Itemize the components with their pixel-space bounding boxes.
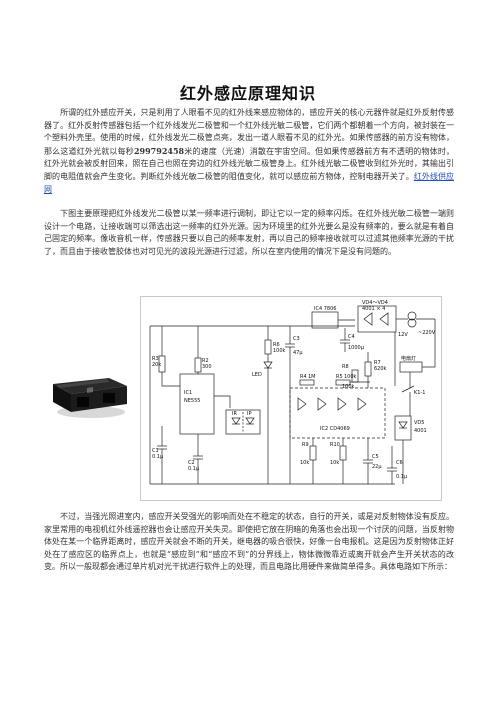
led-label: LED [252, 372, 262, 378]
intro-text-after: 米的速度（光速）消散在宇宙空间。但如果传感器前方有不透明的物体时，红外光就会被反… [44, 146, 455, 181]
ic2-label: IC2 CD4069 [320, 426, 350, 432]
r8-label: R8 [342, 364, 349, 370]
ir-emitter-label: IR [232, 411, 237, 417]
interference-text: 不过，当强光照进室内，感应开关受强光的影响而处在不稳定的状态，自行的开关，或是对… [44, 512, 455, 572]
r5-value: 100k [344, 374, 357, 380]
c1-value: 0.1μ [152, 454, 164, 460]
ic1-label: IC1 [184, 390, 192, 396]
r9-label: R9 [302, 442, 309, 448]
ac220-label: ~220V [418, 330, 436, 336]
c5-label: C5 [372, 454, 379, 460]
c3-value: 47μ [293, 350, 303, 356]
vd5-part: 4001 [414, 428, 427, 434]
paragraph-intro: 所谓的红外感应开关，只是利用了人眼看不见的红外线来感应物体的，感应开关的核心元器… [44, 107, 454, 196]
c4-value: 1000μ [348, 345, 365, 351]
supplier-link[interactable]: 红外线供应网 [44, 171, 455, 194]
r3-label: R3 [152, 356, 159, 362]
k1-label: K1-1 [414, 390, 425, 396]
ic1-part: NE555 [184, 398, 200, 404]
r6-label: R6 [273, 342, 280, 348]
ir-receiver-label: IP [247, 411, 252, 417]
r2-value: 300 [202, 364, 212, 370]
r3-value: 20k [152, 362, 161, 368]
c1-label: C1 [152, 448, 159, 454]
r10-value: 10k [330, 460, 339, 466]
load-label: 电扇灯 [401, 355, 416, 362]
speed-of-light-value: 299792458 [133, 145, 185, 156]
r2-label: R2 [202, 358, 209, 364]
r6-value: 100k [273, 348, 286, 354]
r10-label: R10 [330, 442, 340, 448]
ic4-label: IC4 7806 [314, 306, 336, 312]
intro-text-before: 所谓的红外感应开关，只是利用了人眼看不见的红外线来感应物体的，感应开关的核心元器… [44, 108, 455, 156]
r7-value: 620k [374, 366, 387, 372]
c4-label: C4 [348, 334, 355, 340]
c3-label: C3 [293, 336, 300, 342]
ir-sensor-photo [53, 378, 127, 418]
bridge-label: VD4～VD4 [362, 300, 388, 306]
c6-value: 0.1μ [396, 474, 408, 480]
r5-label: R5 [336, 374, 343, 380]
c5-value: 22μ [372, 464, 382, 470]
v12-label: 12V [398, 332, 408, 338]
r7-label: R7 [374, 360, 381, 366]
vd5-label: VD5 [414, 420, 424, 426]
r4-label: R4 [300, 374, 307, 380]
r9-value: 10k [300, 460, 309, 466]
r8-value: 100k [342, 384, 355, 390]
page-title: 红外感应原理知识 [179, 84, 316, 103]
paragraph-modulation: 下图主要原理把红外线发光二极管以某一频率进行调制，即让它以一定的频率闪烁。在红外… [44, 208, 454, 258]
bridge-part-label: 4001 × 4 [362, 306, 385, 312]
circuit-diagram: VD4～VD4 4001 × 4 IC4 7806 C4 1000μ 12V ~… [140, 296, 442, 501]
c6-label: C6 [396, 460, 403, 466]
c2-value: 0.1μ [188, 466, 200, 472]
r4-value: 1M [308, 374, 316, 380]
modulation-text: 下图主要原理把红外线发光二极管以某一频率进行调制，即让它以一定的频率闪烁。在红外… [44, 209, 455, 256]
paragraph-interference: 不过，当强光照进室内，感应开关受强光的影响而处在不稳定的状态，自行的开关，或是对… [44, 511, 454, 574]
c2-label: C2 [188, 460, 195, 466]
